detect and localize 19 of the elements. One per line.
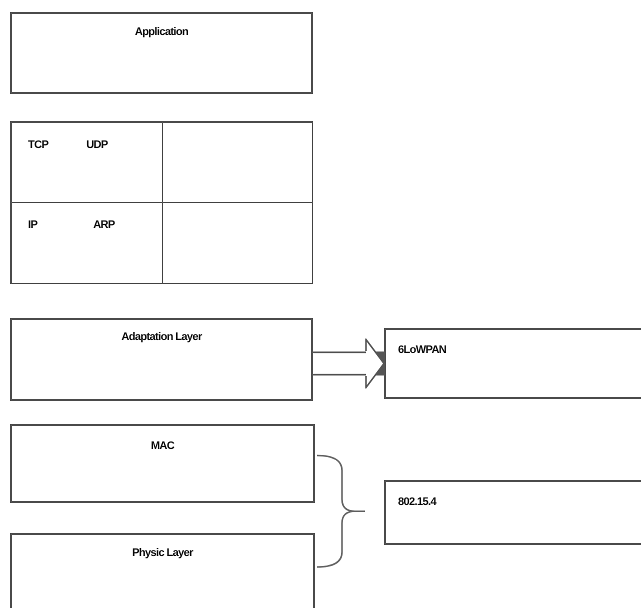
layer-label: Physic Layer bbox=[132, 547, 193, 559]
layer-label: ARP bbox=[93, 219, 115, 231]
layer-box bbox=[10, 318, 313, 401]
layer-box bbox=[10, 533, 315, 608]
empty-box bbox=[10, 121, 313, 284]
layer-label: UDP bbox=[86, 139, 108, 151]
layer-label: TCP bbox=[28, 139, 48, 151]
layer-box bbox=[10, 12, 313, 94]
layer-box bbox=[384, 480, 641, 545]
layer-label: Adaptation Layer bbox=[121, 331, 202, 343]
layer-label: 802.15.4 bbox=[398, 496, 436, 508]
layer-box bbox=[10, 424, 315, 503]
layer-label: IP bbox=[28, 219, 38, 231]
table-cell bbox=[11, 202, 164, 284]
block-arrow bbox=[313, 338, 385, 388]
layer-label: MAC bbox=[150, 440, 174, 452]
layer-label: 6LoWPAN bbox=[398, 344, 446, 356]
layer-label: Application bbox=[134, 26, 188, 38]
layer-box bbox=[384, 328, 641, 399]
